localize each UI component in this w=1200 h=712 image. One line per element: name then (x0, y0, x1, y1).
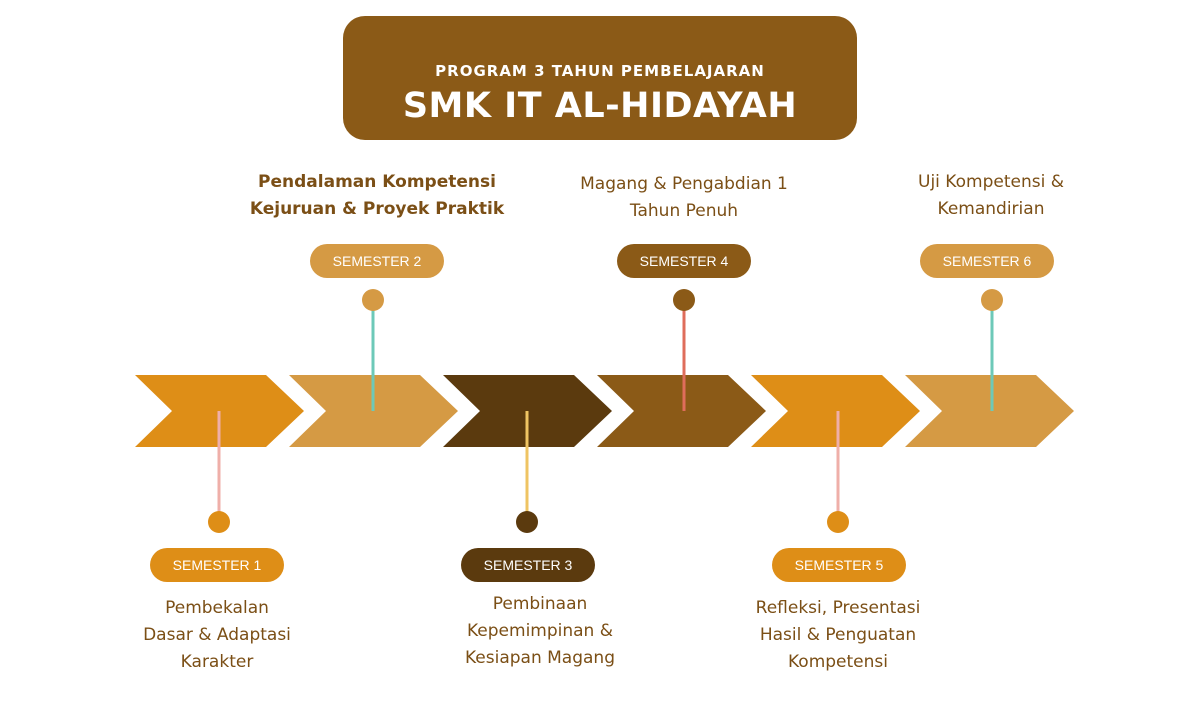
chevron-semester-5 (751, 375, 920, 447)
title-banner: PROGRAM 3 TAHUN PEMBELAJARAN SMK IT AL-H… (343, 16, 857, 140)
dot-semester-5 (827, 511, 849, 533)
semester-5-description: Refleksi, Presentasi Hasil & Penguatan K… (755, 598, 921, 672)
semester-2-badge: SEMESTER 2 (310, 244, 444, 278)
dot-semester-4 (673, 289, 695, 311)
semester-3-badge: SEMESTER 3 (461, 548, 595, 582)
school-title: SMK IT AL-HIDAYAH (402, 86, 798, 126)
program-subtitle: PROGRAM 3 TAHUN PEMBELAJARAN (435, 62, 765, 80)
semester-6-badge: SEMESTER 6 (920, 244, 1054, 278)
dot-semester-6 (981, 289, 1003, 311)
semester-6-description: Uji Kompetensi & Kemandirian (918, 172, 1064, 219)
chevron-semester-6 (905, 375, 1074, 447)
dot-semester-1 (208, 511, 230, 533)
dot-semester-2 (362, 289, 384, 311)
semester-2-description: Pendalaman Kompetensi Kejuruan & Proyek … (249, 172, 505, 219)
semester-1-description: Pembekalan Dasar & Adaptasi Karakter (143, 598, 291, 672)
semester-4-badge: SEMESTER 4 (617, 244, 751, 278)
dot-semester-3 (516, 511, 538, 533)
semester-5-badge: SEMESTER 5 (772, 548, 906, 582)
semester-3-description: Pembinaan Kepemimpinan & Kesiapan Magang (464, 594, 615, 668)
semester-4-description: Magang & Pengabdian 1 Tahun Penuh (580, 174, 788, 221)
semester-1-badge: SEMESTER 1 (150, 548, 284, 582)
chevron-semester-4 (597, 375, 766, 447)
